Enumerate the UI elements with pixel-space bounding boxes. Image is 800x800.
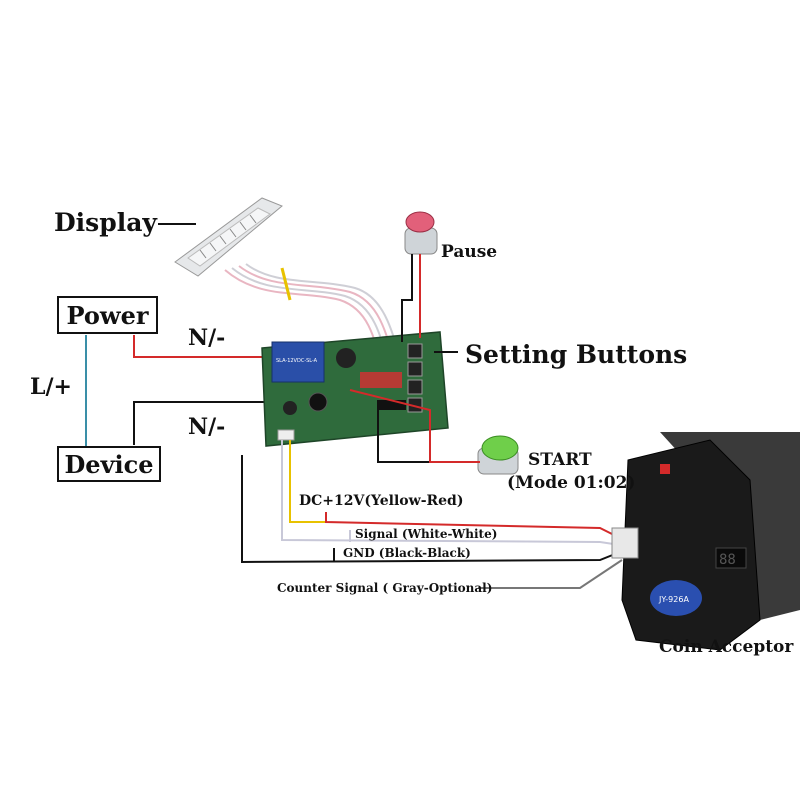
neutral-bottom-label: N/- <box>188 414 226 440</box>
power-box: Power <box>57 296 158 334</box>
power-label: Power <box>66 300 149 330</box>
coin-acceptor-graphic: 88 JY-926A <box>611 432 800 651</box>
signal-wire <box>281 440 621 546</box>
gnd-wire <box>241 455 621 564</box>
setting-buttons-label: Setting Buttons <box>465 340 688 369</box>
start-mode-label: (Mode 01:02) <box>507 473 636 493</box>
dc12v-red-wire <box>325 512 621 539</box>
dc12v-wire <box>289 440 326 523</box>
coin-acceptor-label: Coin Acceptor <box>659 637 794 657</box>
neutral-top-label: N/- <box>188 325 226 351</box>
signal-label: Signal (White-White) <box>355 527 498 541</box>
svg-text:SLA-12VDC-SL-A: SLA-12VDC-SL-A <box>276 358 318 364</box>
svg-text:JY-926A: JY-926A <box>658 595 689 604</box>
start-button-graphic <box>349 389 519 475</box>
svg-text:88: 88 <box>719 552 736 568</box>
start-label: START <box>528 450 592 470</box>
device-box: Device <box>57 446 161 482</box>
pause-button-graphic <box>401 211 438 342</box>
counter-wire <box>478 559 623 589</box>
device-label: Device <box>64 449 154 479</box>
display-module <box>174 197 283 277</box>
relay-board: SLA-12VDC-SL-A <box>261 331 449 447</box>
dc12v-label: DC+12V(Yellow-Red) <box>299 493 464 509</box>
live-label: L/+ <box>30 374 72 400</box>
neutral-wire-power <box>133 335 268 358</box>
gnd-label: GND (Black-Black) <box>343 546 471 560</box>
counter-signal-label: Counter Signal ( Gray-Optional) <box>277 581 493 595</box>
pause-label: Pause <box>441 242 498 262</box>
display-label: Display <box>54 208 157 237</box>
